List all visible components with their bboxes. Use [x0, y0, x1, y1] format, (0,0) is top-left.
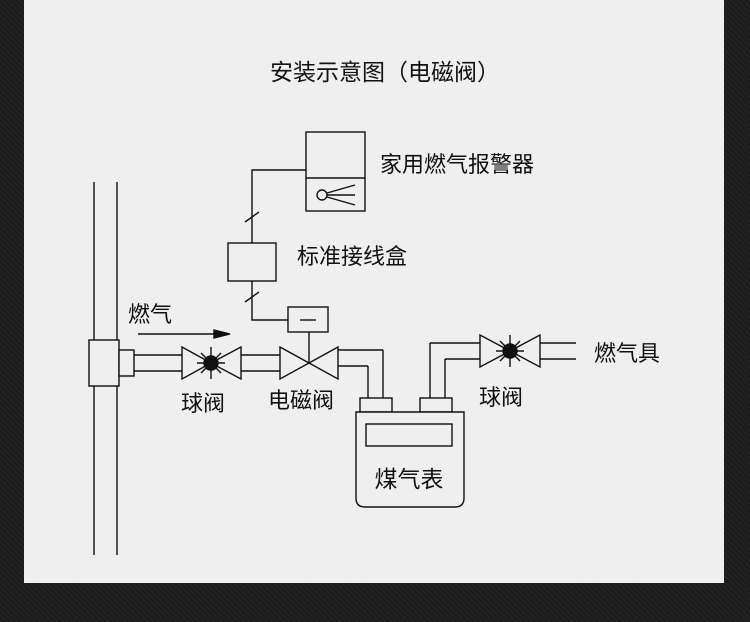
junction-box-label: 标准接线盒: [297, 245, 407, 270]
ball-valve-right-label: 球阀: [479, 386, 523, 411]
ball-valve-left-label: 球阀: [181, 392, 225, 417]
flow-arrow: [138, 329, 231, 339]
signal-wiring: [244, 169, 306, 321]
gas-meter-label: 煤气表: [375, 467, 444, 493]
gas-alarm-label: 家用燃气报警器: [380, 153, 534, 178]
gas-alarm-device: [305, 131, 366, 212]
ball-valve-left: [181, 345, 242, 381]
gas-inlet-label: 燃气: [128, 303, 172, 328]
gas-pipe-outlet: [429, 342, 576, 398]
pipe-fitting: [88, 339, 135, 387]
ball-valve-right: [479, 333, 541, 369]
gas-meter: [355, 397, 465, 508]
gas-pipe-main: [134, 349, 384, 398]
gas-appliance-label: 燃气具: [594, 342, 660, 367]
diagram-title: 安装示意图（电磁阀）: [270, 60, 500, 86]
junction-box: [227, 242, 277, 282]
solenoid-valve-label: 电磁阀: [268, 389, 334, 414]
solenoid-valve: [279, 306, 339, 381]
